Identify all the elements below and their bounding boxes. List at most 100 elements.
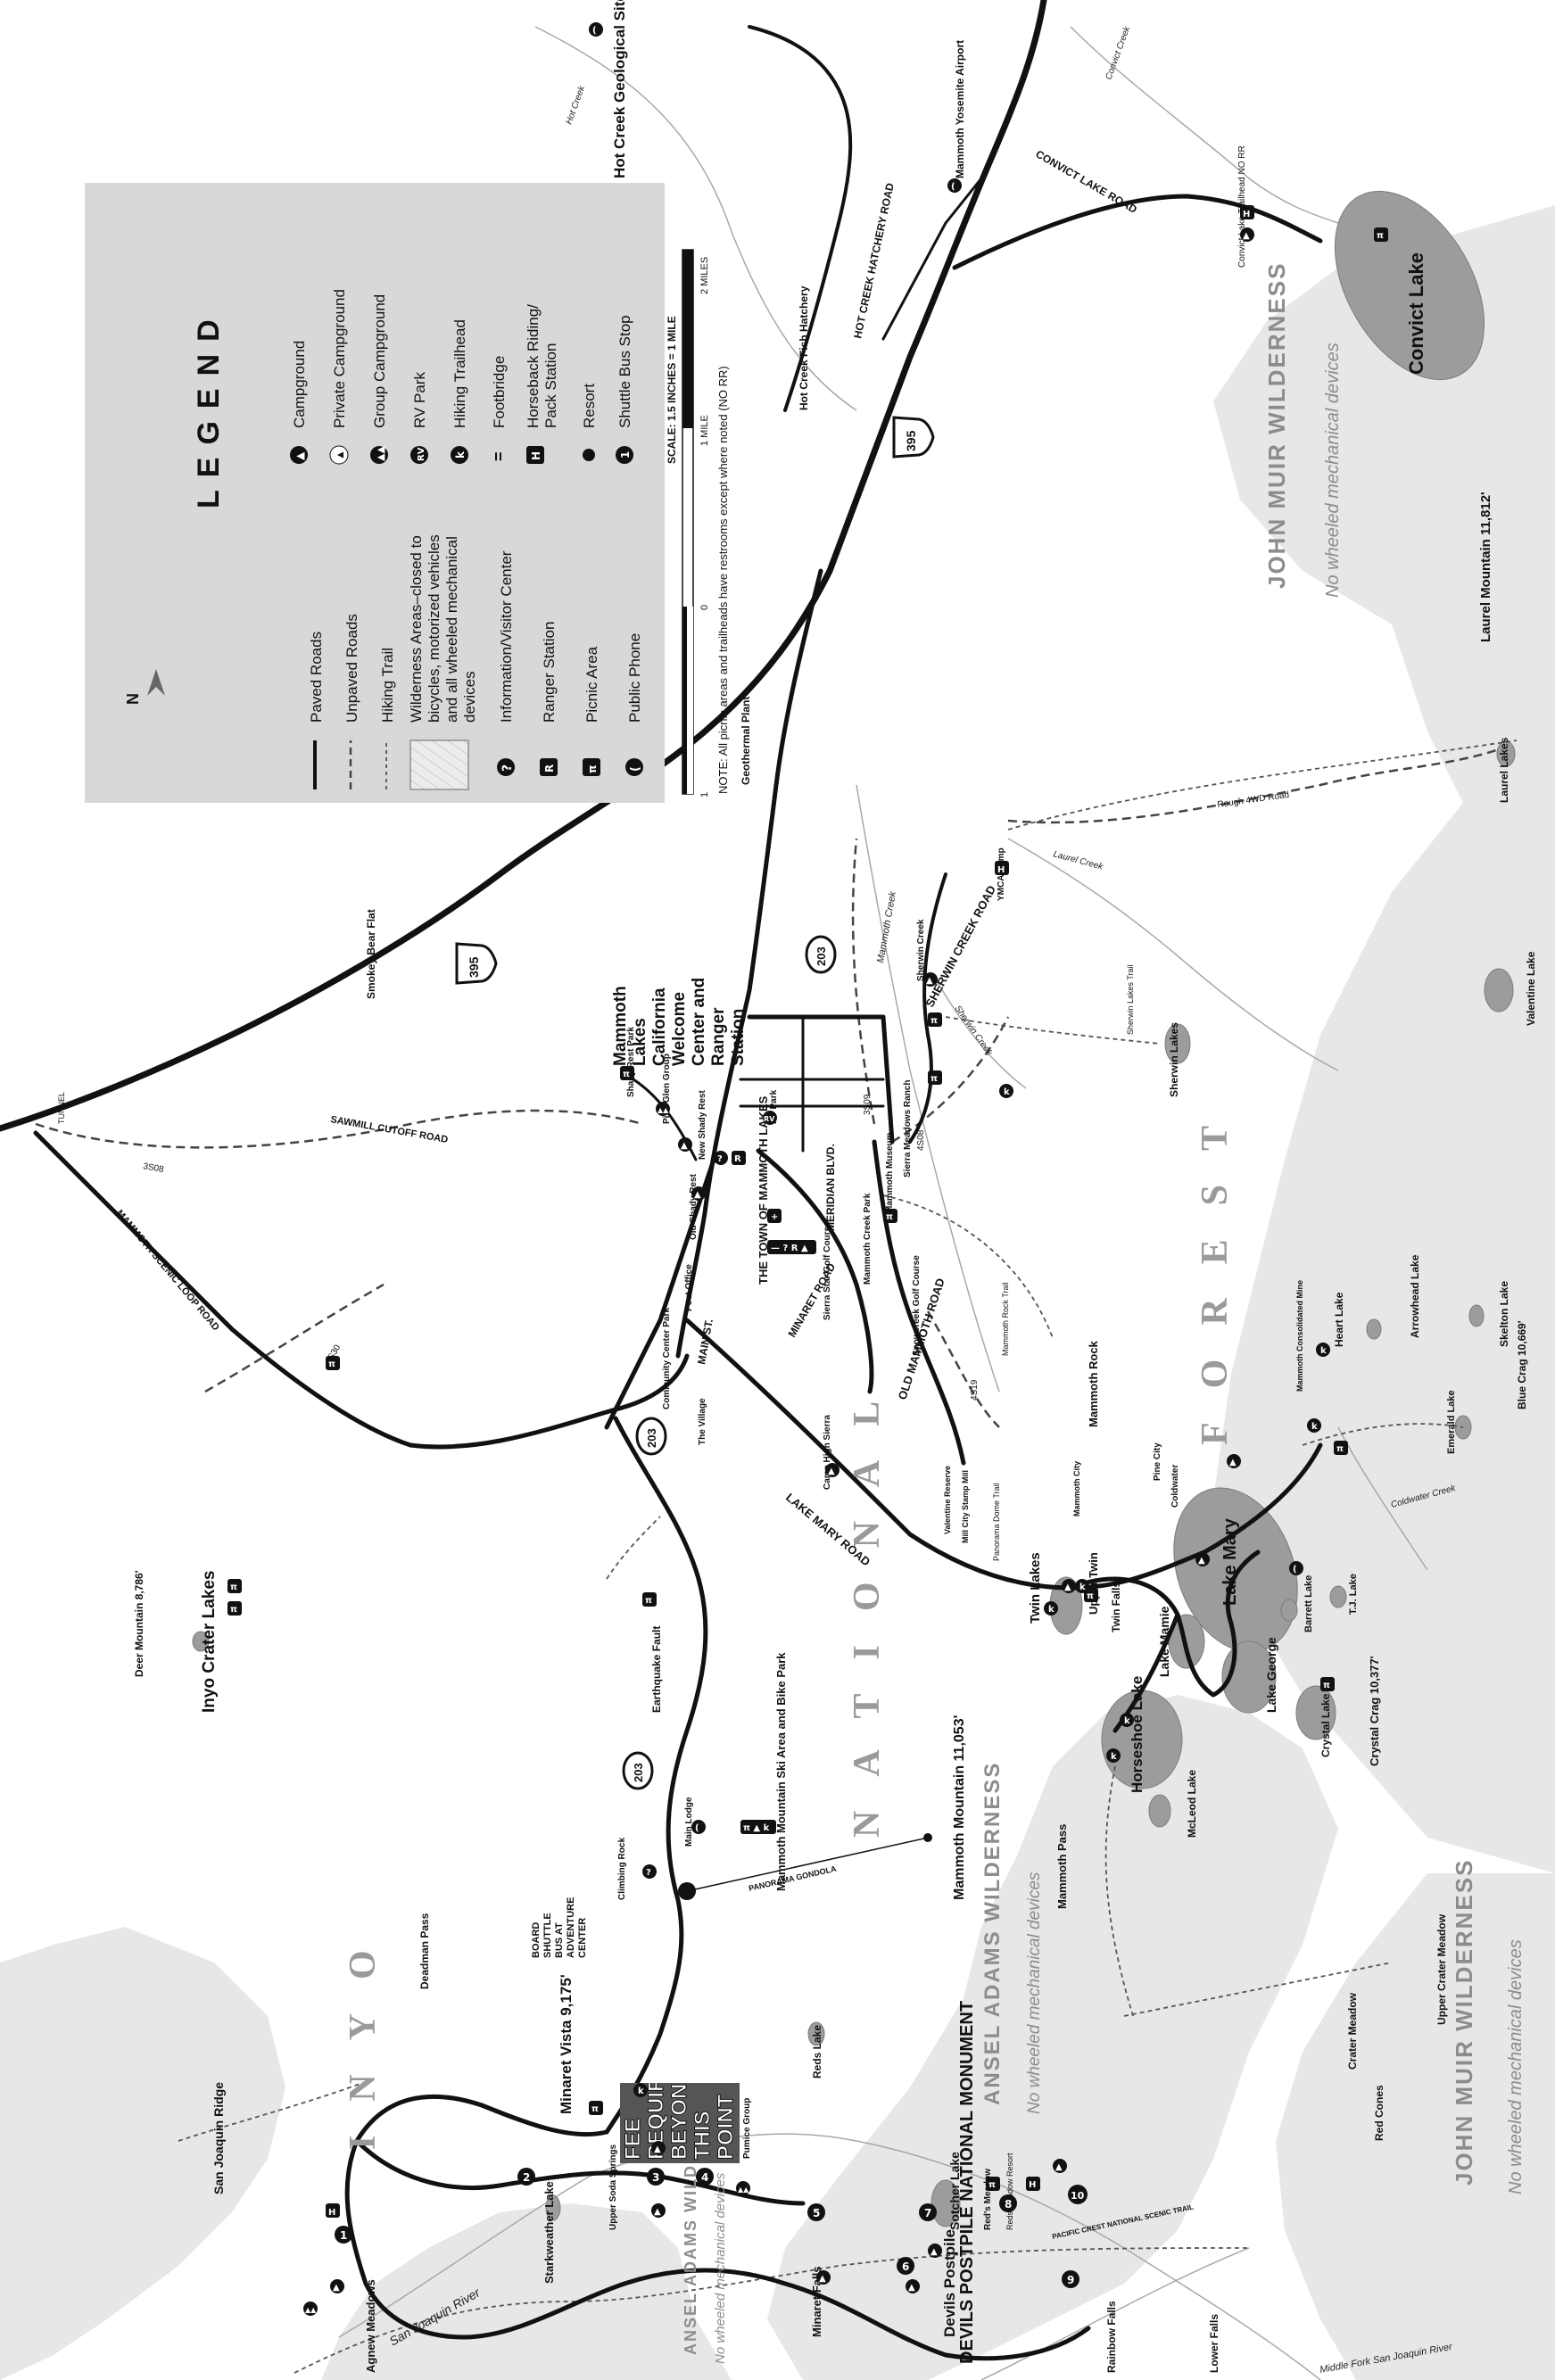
picnic-icon: π <box>227 1579 242 1593</box>
sr203-shield-2 <box>635 1417 667 1456</box>
crystal-lake-label: Crystal Lake <box>1319 1693 1332 1757</box>
convict-road-label: CONVICT LAKE ROAD <box>1034 147 1140 216</box>
svg-text:π ▲ k: π ▲ k <box>743 1823 770 1833</box>
shuttle-icon: + <box>767 1209 782 1223</box>
legend-wilderness-label: Wilderness Areas–closed to bicycles, mot… <box>408 534 478 723</box>
campground-icon: ▲ <box>1227 1454 1241 1468</box>
minaret-highway <box>604 1416 708 2135</box>
campground-icon: ▲ <box>816 2270 831 2285</box>
duck-pass-trail <box>1302 1423 1464 1446</box>
shuttle-stop-2: 2 <box>517 2168 535 2186</box>
forest-label: FOREST <box>1195 1092 1236 1445</box>
road-3s09 <box>851 838 876 1125</box>
starkweather-lake-shape <box>545 2194 561 2221</box>
svg-text:7: 7 <box>924 2207 931 2219</box>
svg-text:H: H <box>530 451 542 460</box>
legend-resort-label: Resort <box>581 384 598 428</box>
tj-lake-label: T.J. Lake <box>1348 1574 1359 1615</box>
mammoth-creek-label: Mammoth Creek <box>875 890 898 964</box>
community-center-label: Community Center Park <box>662 1308 672 1409</box>
svg-text:π: π <box>931 1074 938 1084</box>
trailhead-icon: k <box>1075 1579 1089 1593</box>
sherwin-creek-road <box>908 872 947 1144</box>
phone-icon: ( <box>947 178 962 193</box>
campground-icon: ▲ <box>1053 2159 1067 2173</box>
campground-icon: ▲ <box>923 972 938 987</box>
crystal-lake-shape <box>1295 1685 1336 1740</box>
reds-lake-shape <box>807 2021 825 2046</box>
group-campground-icon: ▲▲ <box>303 2301 318 2316</box>
mammoth-pass-trail <box>1104 1765 1134 2017</box>
svg-text:▲: ▲ <box>694 1190 701 1200</box>
picnic-icon: π <box>589 2101 603 2115</box>
john-muir-top-label: JOHN MUIR WILDERNESS <box>1263 262 1290 589</box>
devils-postpile-label: Devils Postpile <box>941 2229 958 2337</box>
svg-text:▲: ▲ <box>828 1467 835 1476</box>
sherwin-lakes-shape <box>1164 1023 1191 1064</box>
campground-icon: ▲ <box>330 2279 344 2293</box>
shuttle-stop-5: 5 <box>807 2203 825 2221</box>
svg-text:k: k <box>1079 1583 1086 1592</box>
svg-text:— ? R ▲: — ? R ▲ <box>771 1244 808 1253</box>
svg-text:▲: ▲ <box>1229 1458 1237 1467</box>
ansel-adams-wilderness-left <box>321 2203 732 2380</box>
horseshoe-lake-label: Horseshoe Lake <box>1129 1676 1146 1793</box>
svg-text:▲: ▲ <box>654 2144 661 2154</box>
trailhead-icon: k <box>1120 1713 1134 1727</box>
legend-trail-label: Hiking Trail <box>379 648 396 723</box>
skelton-lake-shape <box>1468 1304 1485 1327</box>
mammoth-scenic-loop-road <box>33 1130 690 1450</box>
legend-footbridge-label: Footbridge <box>491 356 508 428</box>
svg-text:H: H <box>1243 210 1250 219</box>
rv-park-label: RV Park <box>769 1089 779 1124</box>
sherwin-creek-lbl: Sherwin Creek <box>953 1004 995 1058</box>
lake-george-label: Lake George <box>1264 1637 1278 1713</box>
ranger-icon <box>540 758 558 776</box>
phone-icon <box>625 758 643 776</box>
svg-text:π: π <box>623 1070 630 1079</box>
upper-soda-label: Upper Soda Springs <box>608 2144 618 2230</box>
sherwin-creek-label: Sherwin Creek <box>916 919 926 981</box>
emerald-lake-label: Emerald Lake <box>1446 1390 1457 1454</box>
mammoth-creek <box>856 784 1000 1392</box>
lake-loop <box>1068 1549 1261 1698</box>
road-3s09-label: 3S09 <box>863 1094 873 1115</box>
sotcher-lake-label: Sotcher Lake <box>947 2152 962 2230</box>
legend-wilderness-symbol <box>409 740 469 790</box>
trailhead-icon: k <box>1044 1601 1058 1616</box>
svg-text:(: ( <box>629 766 642 772</box>
road-3s08-label: 3S08 <box>142 1161 164 1175</box>
john-muir-bottom-nowheel: No wheeled mechanical devices <box>1506 1939 1526 2194</box>
ranger-icon: R <box>732 1151 746 1165</box>
creek-park-label: Mammoth Creek Park <box>863 1193 873 1285</box>
svg-text:π: π <box>1377 231 1384 241</box>
trailhead-icon: k <box>999 1084 1013 1098</box>
svg-text:203: 203 <box>632 1763 645 1782</box>
svg-text:395: 395 <box>467 956 481 978</box>
scale-tick-2miles: 2 MILES <box>699 257 710 294</box>
heart-lake-shape <box>1366 1318 1382 1340</box>
valentine-reserve-label: Valentine Reserve <box>943 1466 952 1534</box>
road-4s19-label: 4S19 <box>970 1379 980 1401</box>
hot-creek-label: Hot Creek <box>564 84 587 126</box>
coldwater-label: Coldwater <box>1170 1465 1180 1508</box>
picnic-icon: π <box>883 1209 897 1223</box>
svg-text:▲: ▲ <box>333 2283 340 2293</box>
horse-icon: H <box>1026 2177 1040 2191</box>
svg-text:RV: RV <box>417 447 426 461</box>
legend-rv-label: RV Park <box>411 372 428 428</box>
sr203-shield-3 <box>622 1751 654 1790</box>
picnic-icon: π <box>1084 1588 1098 1602</box>
mammoth-city-label: Mammoth City <box>1072 1461 1081 1516</box>
svg-text:R: R <box>543 764 556 773</box>
gondola-top-dot <box>923 1833 932 1842</box>
north-arrow-icon <box>147 669 165 696</box>
picnic-icon: π <box>986 2177 1000 2191</box>
picnic-icon: π <box>326 1356 340 1370</box>
climbing-rock-label: Climbing Rock <box>617 1838 627 1900</box>
legend-paved-label: Paved Roads <box>308 632 325 723</box>
trailhead-icon <box>451 446 468 464</box>
legend-group-label: Group Campground <box>371 294 388 428</box>
legend-ranger-label: Ranger Station <box>541 622 558 723</box>
tunnel-label: TUNNEL <box>57 1092 66 1124</box>
